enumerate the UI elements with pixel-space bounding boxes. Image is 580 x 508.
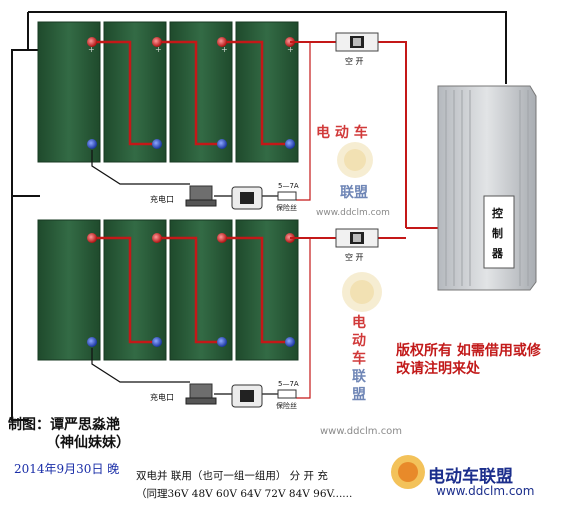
controller-label-char: 控: [492, 207, 503, 220]
fuse-rating-upper: 5—7A: [278, 182, 299, 190]
watermark-brand-bottom: 联盟: [340, 185, 368, 201]
charge-port-lower: [185, 383, 263, 408]
logo-seal: [391, 455, 425, 489]
note-line-2: （同理36V 48V 60V 64V 72V 84V 96V......: [136, 488, 353, 500]
watermark-char: 联: [352, 369, 366, 385]
copyright-line-2: 改请注明来处: [396, 361, 480, 377]
battery-bank-upper: + + + +: [37, 21, 299, 163]
series-wires-upper: [92, 40, 290, 146]
switch-label-upper: 空 开: [345, 57, 364, 66]
terminals-upper: [87, 37, 295, 149]
series-wires-lower: [92, 236, 290, 344]
fuse-rating-lower: 5—7A: [278, 380, 299, 388]
negative-wire-loop: [11, 11, 507, 421]
watermark-char: 车: [352, 351, 366, 367]
charge-port-upper: [185, 185, 263, 210]
switch-label-lower: 空 开: [345, 253, 364, 262]
watermark-url-upper: www.ddclm.com: [316, 208, 390, 218]
watermark-seal-lower: [342, 272, 382, 312]
charge-port-label-lower: 充电口: [150, 393, 174, 402]
air-switch-lower: [335, 228, 379, 248]
fuse-upper: [277, 191, 297, 201]
watermark-seal-upper: [337, 142, 373, 178]
charge-port-label-upper: 充电口: [150, 195, 174, 204]
logo-url: www.ddclm.com: [436, 484, 535, 498]
controller: [437, 85, 537, 291]
watermark-char: 电: [352, 315, 366, 331]
logo-name: 电动车联盟: [428, 467, 513, 487]
controller-label-char: 器: [492, 247, 503, 260]
watermark-brand-top: 电 动 车: [316, 125, 368, 141]
controller-label: 控 制 器: [492, 204, 503, 264]
watermark-char: 动: [352, 333, 366, 349]
fuse-lower: [277, 389, 297, 399]
battery-bank-lower: [37, 219, 299, 361]
svg-text:+: +: [221, 45, 228, 54]
fuse-label-lower: 保险丝: [276, 402, 297, 410]
watermark-char: 盟: [352, 387, 366, 403]
credit-line-2: （神仙妹妹）: [46, 435, 130, 451]
air-switch-upper: [335, 32, 379, 52]
watermark-vertical: 电 动 车 联 盟: [352, 314, 366, 404]
note-line-1: 双电并 联用（也可一组一组用） 分 开 充: [136, 470, 328, 482]
watermark-url-lower: www.ddclm.com: [320, 426, 403, 437]
positive-wires: [290, 41, 438, 239]
date: 2014年9月30日 晚: [14, 462, 120, 476]
copyright-line-1: 版权所有 如需借用或修: [396, 343, 541, 359]
copyright-notice: 版权所有 如需借用或修 改请注明来处: [396, 342, 541, 378]
svg-text:+: +: [155, 45, 162, 54]
credit-line-1: 制图：谭严思淼滟: [8, 417, 120, 433]
terminals-lower: [87, 233, 295, 347]
svg-text:+: +: [287, 45, 294, 54]
fuse-label-upper: 保险丝: [276, 204, 297, 212]
svg-text:+: +: [88, 45, 95, 54]
controller-label-char: 制: [492, 227, 503, 240]
